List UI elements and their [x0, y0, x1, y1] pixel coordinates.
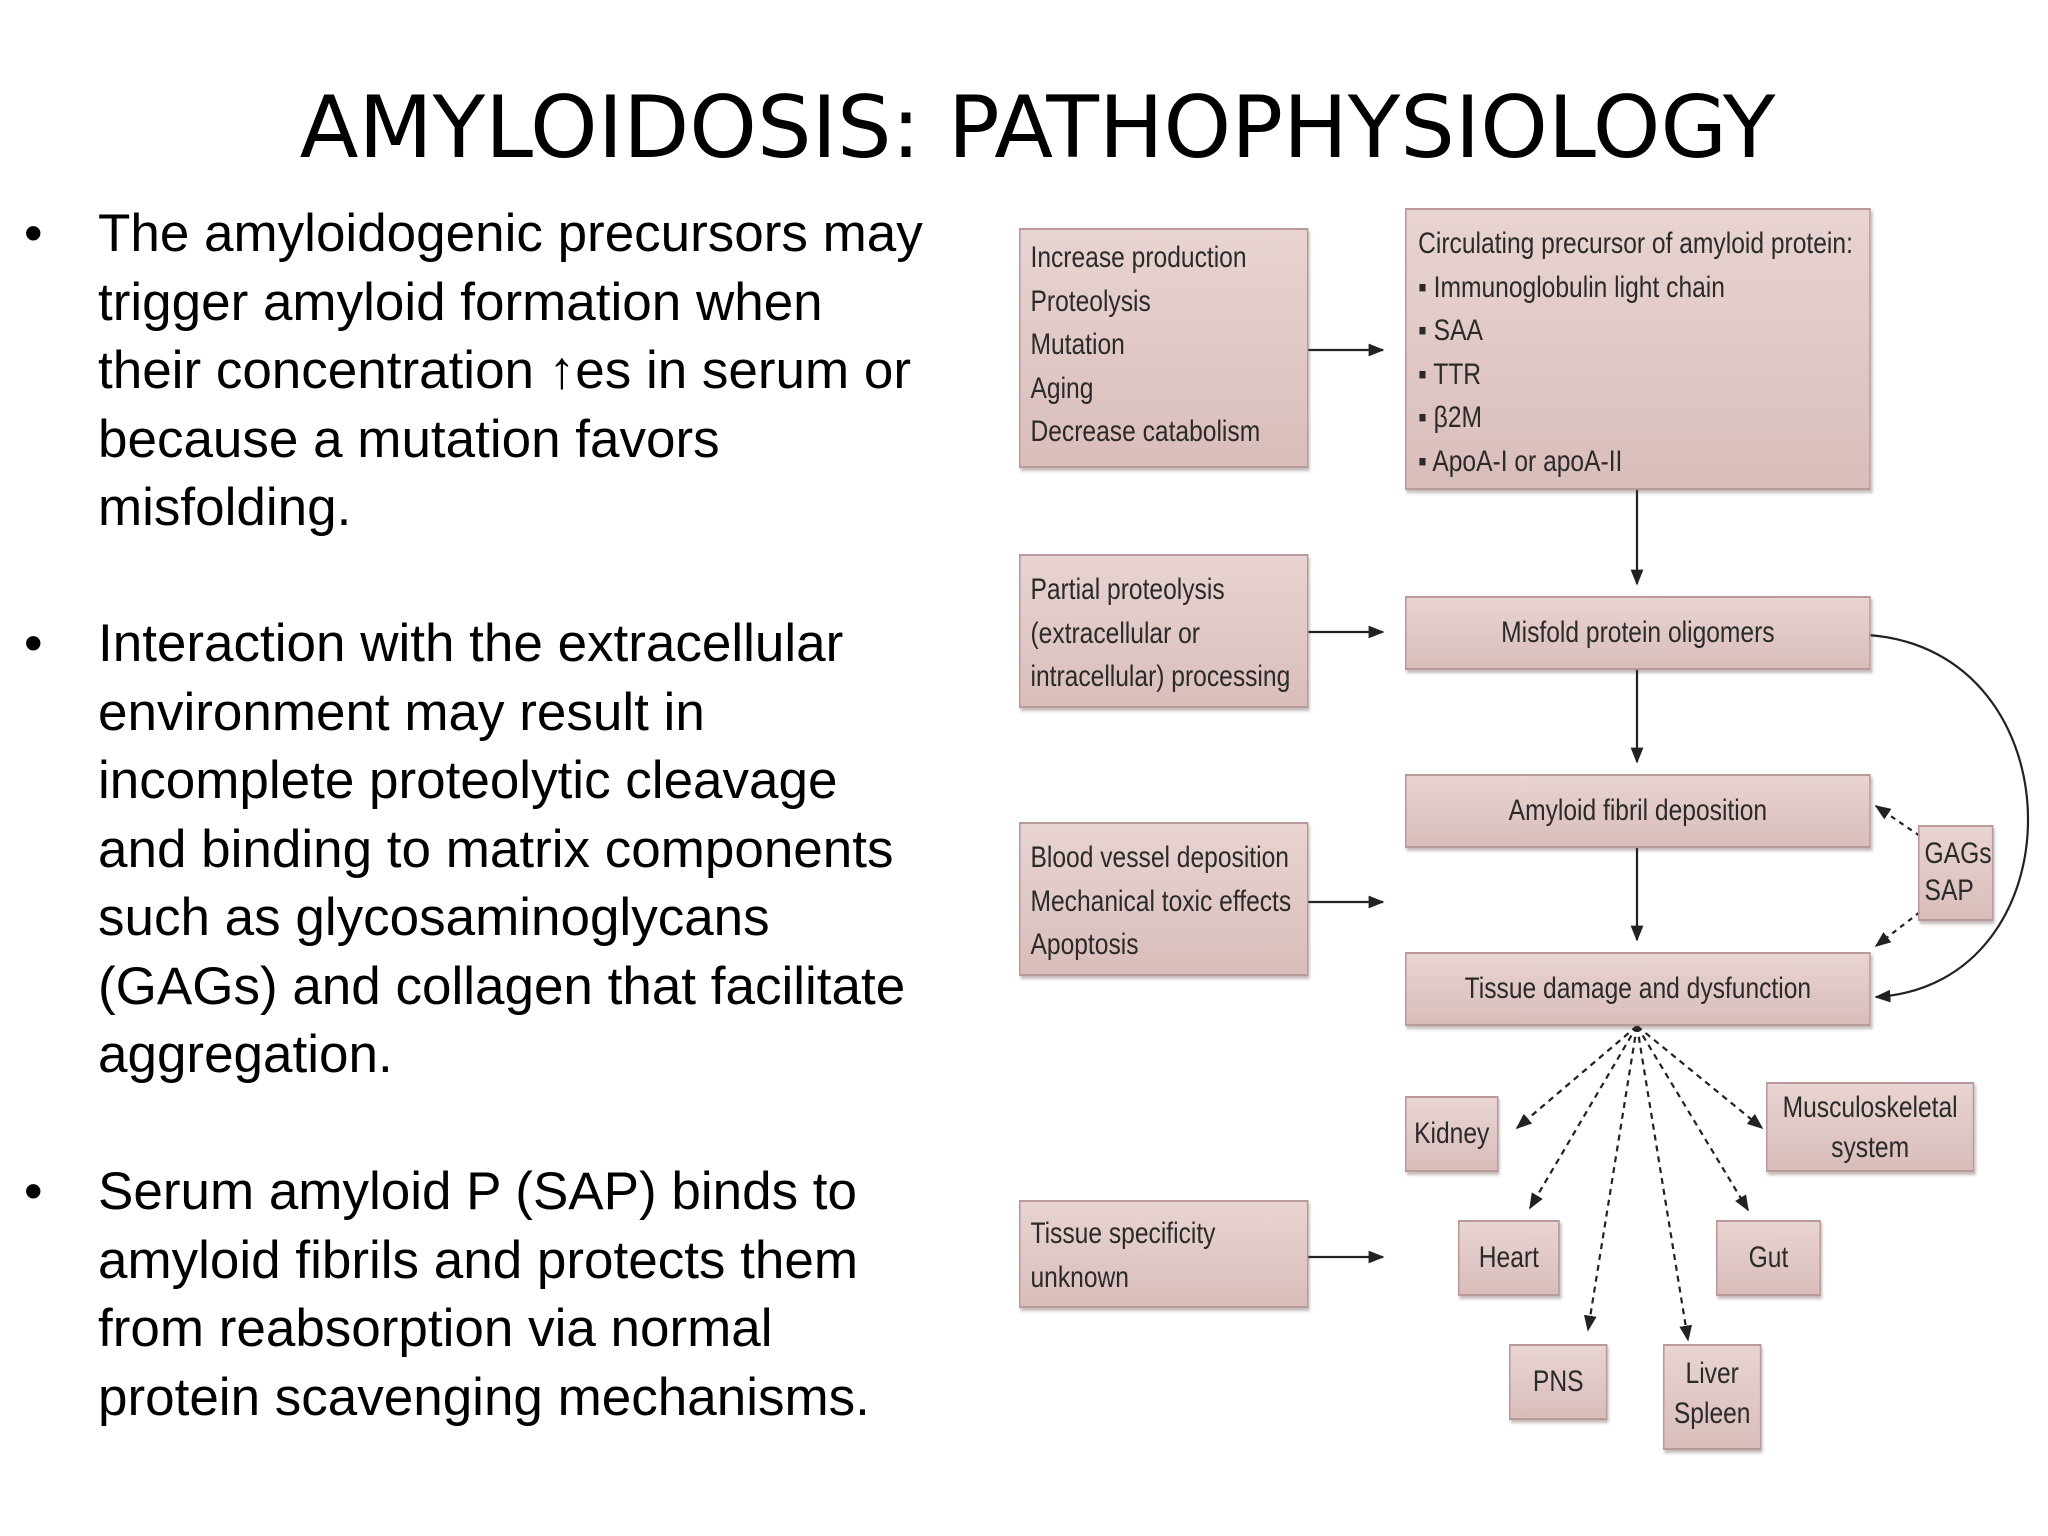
bullet-item: • The amyloidogenic precursors may trigg… — [0, 200, 923, 543]
arrow-to-pns — [1583, 1025, 1639, 1332]
bullet-text: The amyloidogenic precursors may trigger… — [98, 200, 923, 543]
organ-heart-box: Heart — [1458, 1220, 1560, 1296]
cause-line: Proteolysis — [1030, 284, 1151, 318]
cause-line: unknown — [1030, 1260, 1129, 1294]
causes-production-box: Increase production Proteolysis Mutation… — [1019, 228, 1309, 468]
organ-label: Spleen — [1673, 1397, 1751, 1430]
causes-proteolysis-box: Partial proteolysis (extracellular or in… — [1019, 554, 1309, 708]
organ-label: Musculoskeletal — [1782, 1091, 1958, 1124]
damage-box: Tissue damage and dysfunction — [1405, 952, 1871, 1026]
bullet-line: their concentration ↑es in serum or — [98, 341, 912, 400]
bullet-marker: • — [24, 614, 43, 673]
bullet-line: aggregation. — [98, 1025, 393, 1084]
cause-line: Increase production — [1030, 241, 1247, 274]
organ-gut-box: Gut — [1716, 1220, 1821, 1296]
organ-label: Heart — [1478, 1241, 1539, 1275]
causes-specificity-box: Tissue specificity unknown — [1019, 1200, 1309, 1308]
bullet-line: protein scavenging mechanisms. — [98, 1367, 870, 1427]
arrow-to-liver — [1635, 1025, 1693, 1342]
precursor-line: ▪ ApoA-I or apoA-II — [1418, 444, 1623, 478]
precursor-line: ▪ Immunoglobulin light chain — [1418, 270, 1725, 304]
cause-line: Mutation — [1030, 328, 1125, 361]
organ-label: system — [1831, 1131, 1910, 1164]
cause-line: Partial proteolysis — [1030, 573, 1225, 606]
bullet-line: misfolding. — [98, 478, 352, 537]
organ-label: Kidney — [1414, 1117, 1490, 1151]
bullet-line: and binding to matrix components — [98, 819, 894, 879]
cause-line: (extracellular or — [1030, 616, 1201, 650]
damage-label: Tissue damage and dysfunction — [1464, 972, 1812, 1006]
oligomers-box: Misfold protein oligomers — [1405, 596, 1871, 670]
bullet-line: (GAGs) and collagen that facilitate — [98, 956, 906, 1016]
bullet-marker: • — [24, 1162, 43, 1221]
bullet-line: incomplete proteolytic cleavage — [98, 751, 838, 810]
bullet-text: Serum amyloid P (SAP) binds to amyloid f… — [98, 1158, 870, 1432]
cause-line: intracellular) processing — [1030, 660, 1291, 693]
precursor-line: ▪ TTR — [1418, 357, 1482, 391]
precursor-box: Circulating precursor of amyloid protein… — [1405, 208, 1871, 490]
arrow-to-heart — [1529, 1025, 1638, 1210]
cause-line: Tissue specificity — [1030, 1217, 1216, 1250]
organ-label: Liver — [1685, 1357, 1739, 1390]
bullet-line: Interaction with the extracellular — [98, 614, 844, 673]
arrow-to-kidney — [1515, 1025, 1638, 1130]
bullet-line: environment may result in — [98, 682, 705, 742]
sap-label: SAP — [1924, 874, 1974, 907]
arrow-to-musculo — [1636, 1025, 1764, 1130]
causes-toxicity-box: Blood vessel deposition Mechanical toxic… — [1019, 822, 1309, 976]
arrow-gags-damage — [1874, 911, 1921, 947]
arrow-gags-fibril — [1874, 805, 1921, 837]
organ-label: PNS — [1532, 1365, 1584, 1399]
organ-liver-spleen-box: Liver Spleen — [1663, 1344, 1762, 1450]
gags-sap-box: GAGs SAP — [1918, 825, 1994, 921]
precursor-line: Circulating precursor of amyloid protein… — [1418, 227, 1853, 260]
bullet-line: because a mutation favors — [98, 409, 720, 469]
bullet-line: such as glycosaminoglycans — [98, 888, 770, 947]
precursor-line: ▪ SAA — [1418, 314, 1483, 347]
cause-line: Decrease catabolism — [1030, 415, 1261, 448]
bullet-item: • Serum amyloid P (SAP) binds to amyloid… — [0, 1158, 870, 1432]
organ-pns-box: PNS — [1509, 1344, 1608, 1420]
cause-line: Blood vessel deposition — [1030, 841, 1289, 874]
organ-label: Gut — [1748, 1241, 1789, 1275]
fibril-box: Amyloid fibril deposition — [1405, 774, 1871, 848]
bullet-text: Interaction with the extracellular envir… — [98, 610, 905, 1090]
bullet-line: amyloid fibrils and protects them — [98, 1230, 858, 1290]
oligomers-label: Misfold protein oligomers — [1501, 616, 1775, 650]
bullet-item: • Interaction with the extracellular env… — [0, 610, 905, 1090]
precursor-line: ▪ β2M — [1418, 401, 1483, 434]
organ-musculo-box: Musculoskeletal system — [1766, 1082, 1975, 1172]
arrow-curve-oligomers-damage — [1867, 633, 2030, 1003]
bullet-line: Serum amyloid P (SAP) binds to — [98, 1162, 858, 1221]
fibril-label: Amyloid fibril deposition — [1508, 794, 1768, 828]
cause-line: Mechanical toxic effects — [1030, 884, 1292, 918]
slide-title: AMYLOIDOSIS: PATHOPHYSIOLOGY — [299, 78, 1776, 178]
arrow-to-gut — [1636, 1025, 1749, 1212]
bullet-marker: • — [24, 204, 43, 263]
bullet-line: from reabsorption via normal — [98, 1299, 773, 1358]
bullet-line: The amyloidogenic precursors may — [98, 204, 923, 263]
cause-line: Apoptosis — [1030, 928, 1139, 961]
cause-line: Aging — [1030, 371, 1094, 405]
gags-label: GAGs — [1924, 837, 1992, 870]
organ-kidney-box: Kidney — [1405, 1096, 1499, 1172]
bullet-line: trigger amyloid formation when — [98, 272, 823, 332]
